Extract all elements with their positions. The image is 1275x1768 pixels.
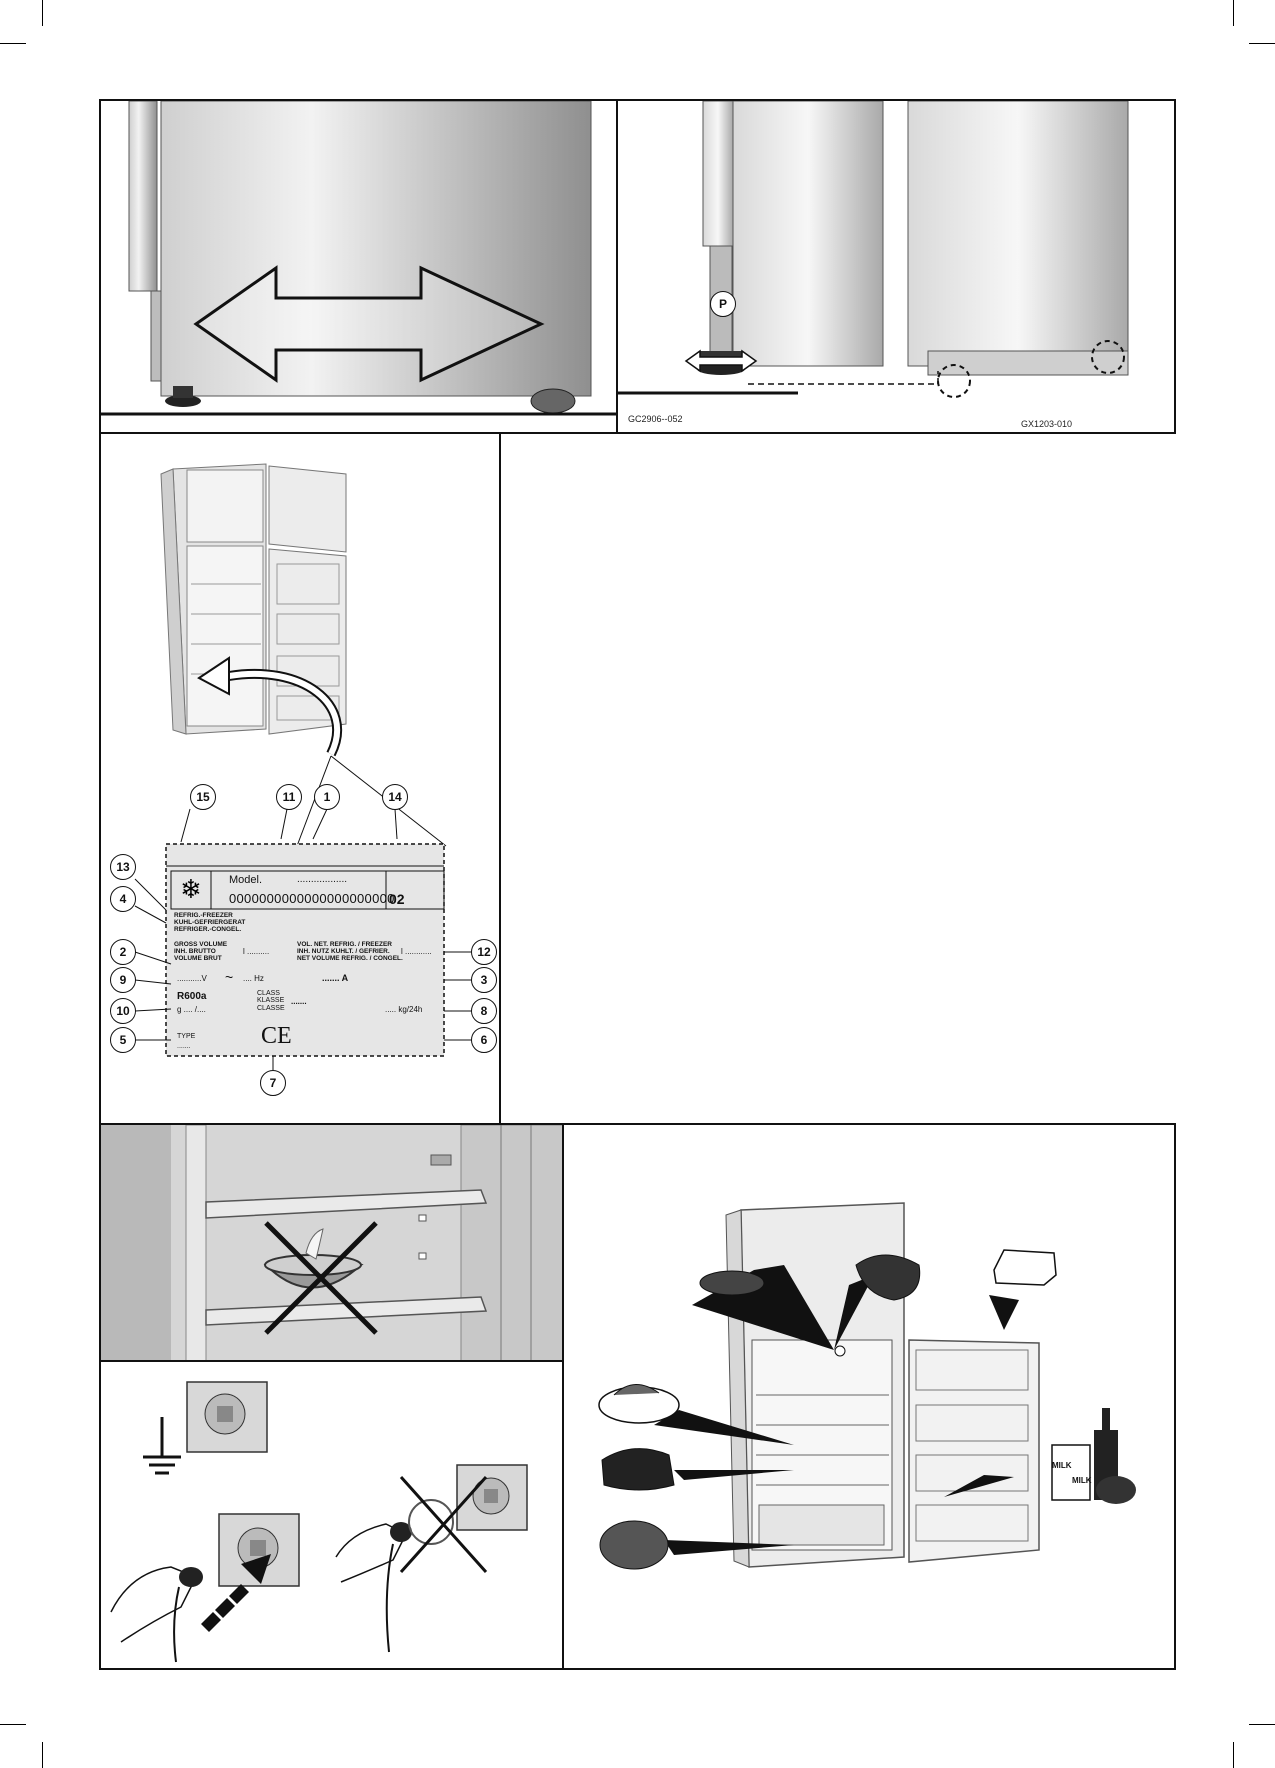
panel-food-storage: MILK MILK [562,1123,1176,1670]
plate-class-value: ....... [291,997,307,1006]
callout-9: 9 [110,967,136,993]
callout-10: 10 [110,998,136,1024]
callout-7: 7 [260,1070,286,1096]
crop-mark [42,0,43,26]
plate-gross-value: l .......... [243,947,270,956]
milk-carton-label-right: MILK [1072,1476,1092,1485]
leveling-code-right: GX1203-010 [1021,419,1073,429]
panel-earthed-socket [99,1360,564,1670]
snowflake-icon: ❄ [180,875,202,905]
rating-plate-illustration: ❄ [134,463,473,1070]
plate-type-lines: REFRIG.-FREEZER KUHL-GEFRIERGERAT REFRIG… [174,912,246,933]
panel-no-open-containers [99,1123,564,1362]
panel-rating-plate: ❄ Model. .................. 000000000000… [99,432,501,1125]
leveling-code-left: GC2906--052 [628,414,683,424]
double-arrow-icon [193,265,545,383]
callout-11: 11 [276,784,302,810]
p-badge: P [710,291,736,317]
callout-14: 14 [382,784,408,810]
plate-model-value: .................. [297,874,348,885]
ground-symbol-icon [143,1417,181,1475]
food-storage-illustration [598,1202,1136,1570]
callout-12: 12 [471,939,497,965]
curved-arrow-icon [197,656,230,696]
crop-mark [1233,1742,1234,1768]
plate-refrigerant-amount: g .... /.... [177,1005,206,1014]
callout-2: 2 [110,939,136,965]
plate-net-value: l ............ [401,947,432,956]
milk-carton-label-left: MILK [1052,1461,1072,1470]
plate-serial: 0000000000000000000000 [229,891,395,906]
plate-serial-suffix: 02 [389,891,405,907]
callout-5: 5 [110,1027,136,1053]
callout-15: 15 [190,784,216,810]
plate-current: ....... A [322,973,349,983]
plate-type-value: ....... [177,1043,191,1050]
callout-3: 3 [471,967,497,993]
callout-1: 1 [314,784,340,810]
crop-mark [1249,1724,1275,1725]
plate-freezing-capacity: ..... kg/24h [385,1005,423,1014]
crop-mark [1249,43,1275,44]
horizontal-arrow-icon [684,349,758,373]
panel-move-appliance [99,99,618,434]
ce-mark: CE [261,1023,292,1049]
plate-model-label: Model. [229,874,263,886]
shelves-illustration [101,1125,562,1360]
crop-mark [42,1742,43,1768]
callout-4: 4 [110,886,136,912]
move-appliance-illustration [101,101,616,416]
callout-13: 13 [110,854,136,880]
plate-frequency: .... Hz [243,974,264,983]
plate-refrigerant: R600a [177,991,207,1002]
plate-type-label: TYPE [177,1033,196,1040]
plate-class-labels: CLASS KLASSE CLASSE [257,990,285,1012]
callout-6: 6 [471,1027,497,1053]
socket-illustration [110,1381,528,1663]
leveling-illustration [618,101,1129,398]
panel-leveling-feet: P GC2906--052 GX1203-010 [616,99,1176,434]
plate-net-labels: VOL. NET. REFRIG. / FREEZER INH. NUTZ KU… [297,941,403,962]
crop-mark [0,1724,26,1725]
callout-8: 8 [471,998,497,1024]
plate-gross-labels: GROSS VOLUME INH. BRUTTO VOLUME BRUT [174,941,228,962]
plate-voltage: ...........V [177,974,207,983]
plate-ac-symbol: ~ [225,969,234,985]
push-arrow-icon [201,1554,271,1632]
crop-mark [1233,0,1234,26]
socket-icon [186,1381,268,1453]
crop-mark [0,43,26,44]
